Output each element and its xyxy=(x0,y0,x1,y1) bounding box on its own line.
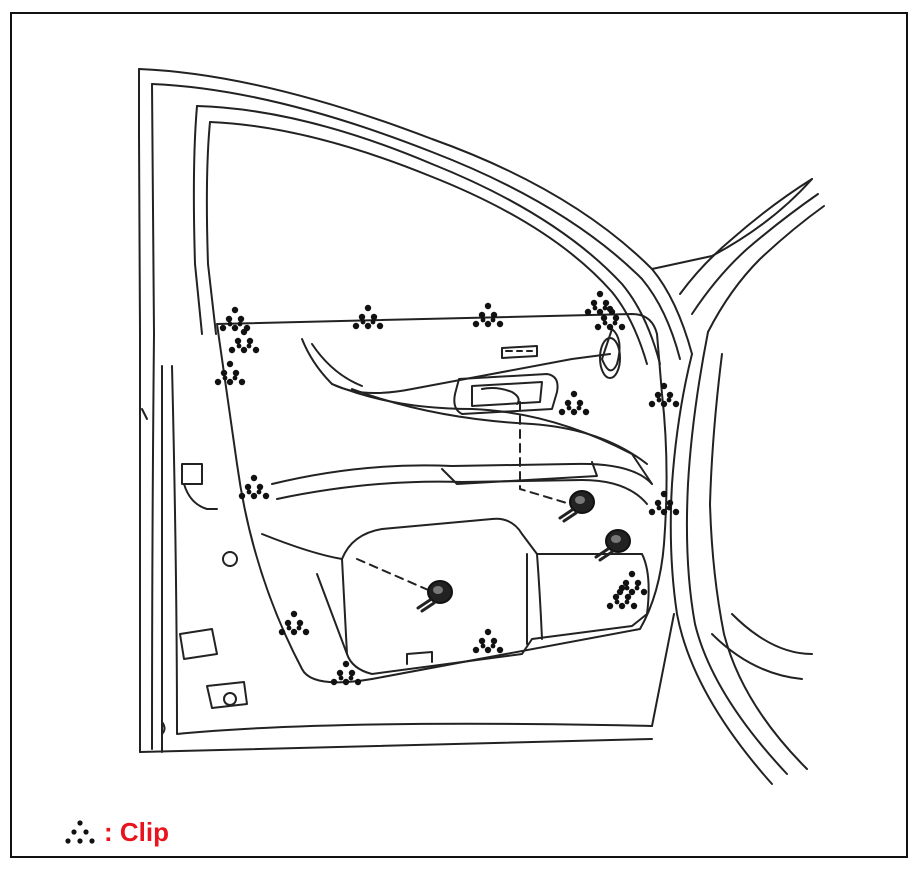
leader-lines xyxy=(356,401,581,597)
clip-9 xyxy=(647,489,681,517)
bolt-3 xyxy=(416,579,454,613)
clip-13 xyxy=(329,659,363,687)
car-body-right xyxy=(651,178,825,785)
legend-label: : Clip xyxy=(104,816,169,847)
clip-14 xyxy=(227,327,261,355)
door-trim-diagram xyxy=(138,68,825,785)
clip-3 xyxy=(471,301,505,329)
clip-5 xyxy=(213,359,247,387)
legend: : Clip xyxy=(62,812,169,852)
clip-triangle-icon xyxy=(65,820,95,844)
clip-11 xyxy=(277,609,311,637)
bolt-2 xyxy=(594,528,632,562)
door-shell-details xyxy=(141,408,248,735)
clip-10 xyxy=(605,583,639,611)
clip-6 xyxy=(647,381,681,409)
door-trim-panel xyxy=(216,313,668,684)
bolt-1 xyxy=(558,489,596,523)
clip-8 xyxy=(237,473,271,501)
clip-16 xyxy=(615,569,649,597)
clip-7 xyxy=(557,389,591,417)
diagram-frame: : Clip xyxy=(10,12,908,858)
clip-1 xyxy=(218,305,252,333)
clip-2 xyxy=(351,303,385,331)
clip-12 xyxy=(471,627,505,655)
door-window-frame xyxy=(138,68,693,753)
